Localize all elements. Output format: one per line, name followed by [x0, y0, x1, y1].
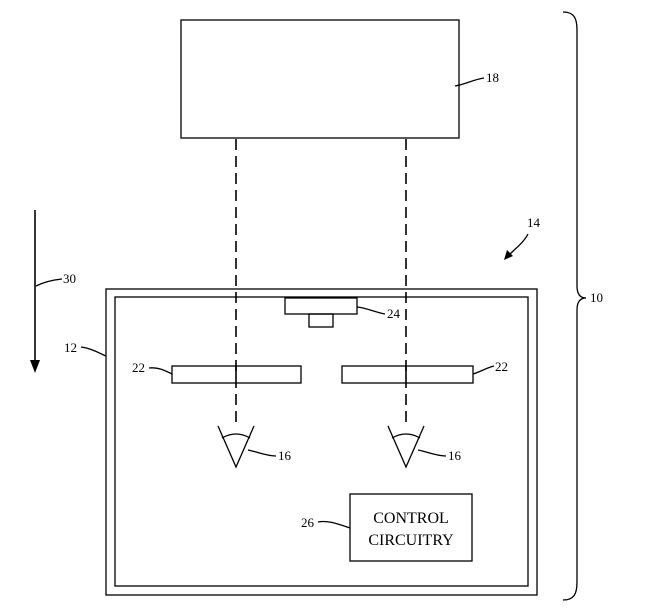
- eye-right-arc: [391, 433, 421, 439]
- label-16-right: 16: [448, 448, 462, 463]
- label-30: 30: [63, 271, 76, 286]
- lens-right: [341, 365, 474, 384]
- label-12: 12: [64, 340, 77, 355]
- control-box-line1: CONTROL: [373, 510, 449, 527]
- control-box-line2: CIRCUITRY: [368, 532, 454, 549]
- label-14: 14: [527, 215, 541, 230]
- leader-24: [356, 306, 386, 315]
- eye-left-arc: [221, 433, 251, 439]
- sensor-tab: [308, 313, 334, 328]
- label-24: 24: [387, 306, 401, 321]
- label-22-right: 22: [495, 359, 508, 374]
- leader-26: [317, 520, 351, 529]
- label-26: 26: [301, 515, 315, 530]
- arrow-14-head: [504, 250, 513, 260]
- external-unit-box: [180, 19, 460, 139]
- leader-12: [80, 346, 107, 357]
- leader-16-right: [417, 449, 447, 457]
- system-brace: [562, 11, 587, 601]
- leader-30: [35, 278, 63, 287]
- leader-18: [454, 77, 485, 87]
- leader-16-left: [247, 449, 277, 457]
- label-18: 18: [486, 70, 499, 85]
- motion-arrow-head: [30, 360, 40, 373]
- device-housing-inner: [114, 296, 529, 587]
- arrow-14-shaft: [507, 233, 529, 257]
- device-housing-outer: [105, 288, 538, 596]
- label-10: 10: [590, 290, 603, 305]
- control-circuitry-box: [349, 493, 473, 562]
- leader-22-left: [148, 367, 173, 375]
- label-22-left: 22: [132, 360, 145, 375]
- sensor-body: [284, 297, 358, 315]
- eye-right: [387, 425, 425, 469]
- eye-left: [217, 425, 255, 469]
- leader-22-right: [472, 365, 495, 375]
- label-16-left: 16: [278, 448, 292, 463]
